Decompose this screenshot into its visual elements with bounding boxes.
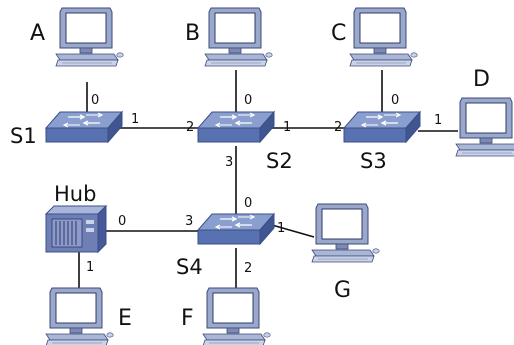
host-c-computer-icon xyxy=(349,7,418,67)
switch-s1-icon xyxy=(45,111,123,143)
host-d-label: D xyxy=(473,67,490,92)
port-s3-c: 0 xyxy=(391,93,399,108)
host-g-label: G xyxy=(334,278,351,303)
port-s3-s2: 2 xyxy=(334,120,342,135)
port-hub-s4: 0 xyxy=(118,214,126,229)
host-b-computer-icon xyxy=(204,7,273,67)
host-e-computer-icon xyxy=(45,287,114,345)
port-s4-s2: 0 xyxy=(244,196,252,211)
switch-s3-label: S3 xyxy=(360,149,387,173)
switch-s2-icon xyxy=(197,111,275,143)
host-g-computer-icon xyxy=(311,203,380,263)
port-s4-g: 1 xyxy=(277,221,285,236)
port-s3-d: 1 xyxy=(434,113,442,128)
host-c-label: C xyxy=(331,21,346,46)
port-s2-s4: 3 xyxy=(225,155,233,170)
host-f-computer-icon xyxy=(202,287,271,345)
port-s4-hub: 3 xyxy=(185,214,193,229)
hub-icon xyxy=(44,204,108,254)
switch-s4-icon xyxy=(197,213,275,245)
link-s4-g xyxy=(271,224,315,238)
host-a-computer-icon xyxy=(55,7,124,67)
host-f-label: F xyxy=(181,306,194,331)
switch-s4-label: S4 xyxy=(176,255,203,279)
host-b-label: B xyxy=(185,21,200,46)
switch-s2-label: S2 xyxy=(266,149,293,173)
switch-s1-label: S1 xyxy=(10,124,37,148)
host-a-label: A xyxy=(30,21,45,46)
host-d-computer-icon xyxy=(455,97,514,157)
port-s1-s2: 1 xyxy=(131,112,139,127)
host-e-label: E xyxy=(118,306,132,331)
hub-label: Hub xyxy=(54,182,96,206)
port-s2-s3: 1 xyxy=(283,120,291,135)
switch-s3-icon xyxy=(343,111,421,143)
port-s2-b: 0 xyxy=(244,93,252,108)
port-hub-e: 1 xyxy=(86,260,94,275)
port-s2-s1: 2 xyxy=(186,120,194,135)
links xyxy=(78,70,458,290)
port-s4-f: 2 xyxy=(244,261,252,276)
port-s1-a: 0 xyxy=(91,93,99,108)
